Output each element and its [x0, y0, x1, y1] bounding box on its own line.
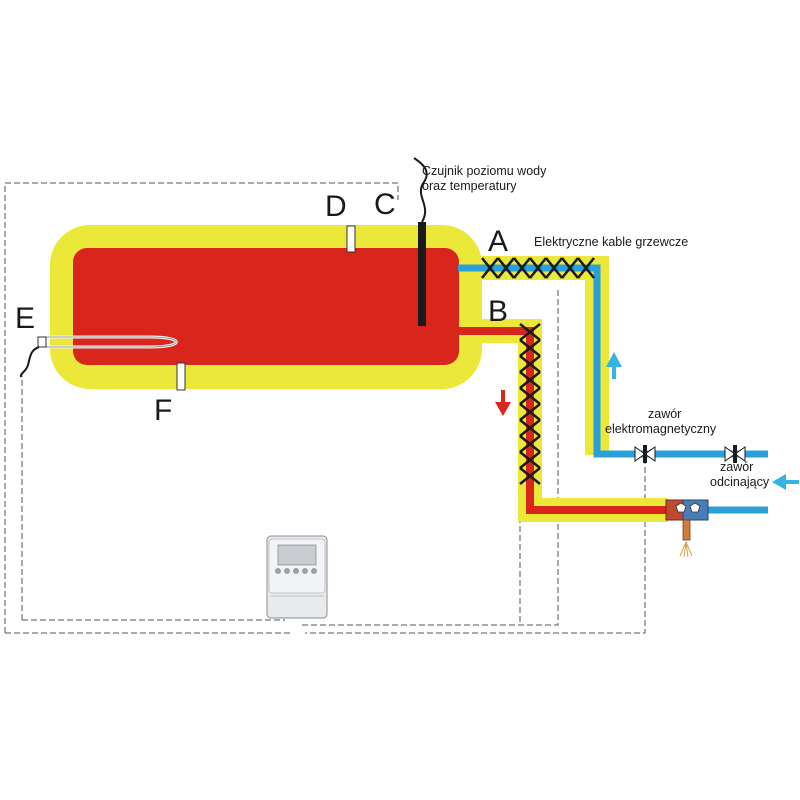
controller-buttons: [275, 568, 317, 574]
cold-water-pipe: [458, 264, 768, 458]
label-a: A: [488, 225, 508, 258]
heating-cable-vertical: [519, 322, 541, 486]
arrow-down-hot: [495, 390, 511, 416]
sensor-f: [176, 362, 186, 391]
solenoid-caption-line2: elektromagnetyczny: [605, 422, 717, 436]
controller-screen: [277, 544, 317, 566]
letter-labels: A B C D E F: [15, 188, 508, 427]
shower-spray: [679, 541, 693, 558]
wire-sensor-c: [4, 182, 399, 633]
sensor-c-probe: [418, 222, 426, 326]
sensor-d: [346, 225, 356, 253]
hot-pipe-insulation: [482, 319, 668, 522]
wire-heating-a: [300, 290, 559, 626]
controller-device: [266, 535, 328, 619]
control-wiring: [4, 182, 646, 634]
sensor-c: [413, 157, 428, 326]
label-e: E: [15, 302, 35, 335]
arrow-up-cold: [606, 352, 622, 379]
pipe-insulation: [482, 256, 668, 522]
sensor-caption-line1: Czujnik poziomu wody: [422, 164, 547, 178]
pipes: [458, 264, 768, 514]
captions: Czujnik poziomu wody oraz temperatury El…: [422, 164, 770, 489]
solenoid-caption-line1: zawór: [648, 407, 681, 421]
wire-solenoid: [305, 458, 646, 634]
heating-cable-horizontal: [480, 257, 596, 279]
label-d: D: [325, 190, 347, 223]
shutoff-valve: [724, 445, 746, 463]
label-b: B: [488, 295, 508, 328]
sensor-caption-line2: oraz temperatury: [422, 179, 517, 193]
shutoff-caption-line1: zawór: [720, 460, 753, 474]
arrow-left-inlet: [772, 474, 799, 490]
heating-element-head: [37, 336, 47, 348]
solenoid-valve: [634, 445, 656, 463]
tank-hot-water: [73, 248, 459, 365]
mixing-block: [665, 499, 709, 558]
heating-cables-caption: Elektryczne kable grzewcze: [534, 235, 688, 249]
heating-element-e: [19, 335, 178, 378]
shutoff-caption-line2: odcinający: [710, 475, 770, 489]
water-tank: [50, 225, 482, 389]
hot-water-pipe: [458, 327, 668, 514]
heating-element-cable: [19, 346, 40, 378]
label-c: C: [374, 188, 396, 221]
sensor-c-cable: [413, 157, 428, 223]
label-f: F: [154, 394, 172, 427]
